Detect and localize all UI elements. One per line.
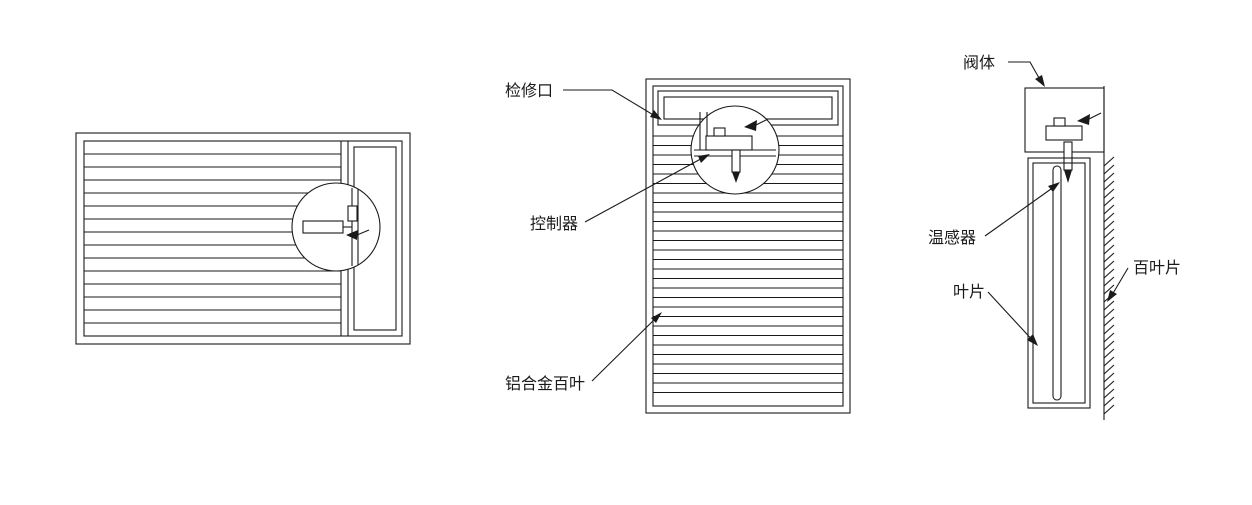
plan-actuator-body: [302, 220, 344, 234]
side-view-callouts: 阀体 温感器 叶片 百叶片: [928, 54, 1181, 346]
arrowhead-valve-body-icon: [1035, 75, 1045, 87]
plan-view: [75, 132, 411, 345]
controller-body: [705, 135, 753, 151]
side-sensor-tube: [1063, 141, 1073, 171]
arrowhead-controller-icon: [698, 154, 710, 163]
label-aluminum-louver: 铝合金百叶: [505, 375, 585, 393]
plan-flag-arrow-icon: [346, 230, 358, 240]
label-controller: 控制器: [530, 215, 578, 233]
blade-housing-inner: [1032, 162, 1086, 404]
label-access-port: 检修口: [505, 82, 553, 100]
arrowhead-blade-icon: [1027, 334, 1038, 346]
arrowhead-temp-sensor-icon: [1048, 182, 1060, 192]
leader-access-port: [563, 89, 661, 120]
side-flag-arrow-icon: [1077, 114, 1090, 125]
label-blade: 叶片: [953, 283, 985, 301]
leader-aluminum-louver: [591, 313, 661, 382]
label-louver-blade: 百叶片: [1133, 259, 1181, 277]
side-controller-knob: [1053, 117, 1066, 127]
plan-inner-frame: [83, 140, 403, 337]
front-flag-arrow-icon: [744, 120, 757, 131]
blade-housing-outer: [1027, 157, 1091, 409]
front-flag-arrow-tail: [755, 118, 769, 126]
plan-actuator-mount: [347, 205, 358, 222]
side-controller-body: [1045, 125, 1083, 141]
leader-valve-body: [1008, 61, 1044, 86]
label-temp-sensor: 温感器: [928, 229, 976, 247]
side-hatching: [1103, 156, 1115, 415]
arrowhead-louver-blade-icon: [1107, 290, 1117, 302]
plan-outer-frame: [75, 132, 411, 345]
plan-flag-arrow-tail: [356, 229, 370, 236]
sensor-tip: [732, 172, 740, 183]
label-valve-body: 阀体: [963, 54, 995, 72]
arrowhead-aluminum-louver-icon: [651, 312, 662, 323]
arrowhead-access-port-icon: [650, 110, 662, 120]
front-outer-frame: [645, 78, 851, 414]
blade-shaft: [1052, 165, 1062, 401]
side-flag-arrow-tail: [1088, 112, 1102, 120]
plan-louver-slats: [84, 153, 341, 324]
side-sensor-tip: [1064, 170, 1072, 183]
side-view: [1024, 86, 1115, 420]
front-view-callouts: 检修口 控制器 铝合金百叶: [505, 82, 710, 393]
leader-blade: [987, 291, 1037, 345]
front-view: [645, 78, 851, 414]
leader-controller: [584, 154, 709, 223]
front-inner-frame: [652, 85, 844, 407]
leader-temp-sensor: [984, 183, 1059, 237]
controller-knob: [713, 127, 726, 137]
sensor-tube: [731, 149, 741, 173]
